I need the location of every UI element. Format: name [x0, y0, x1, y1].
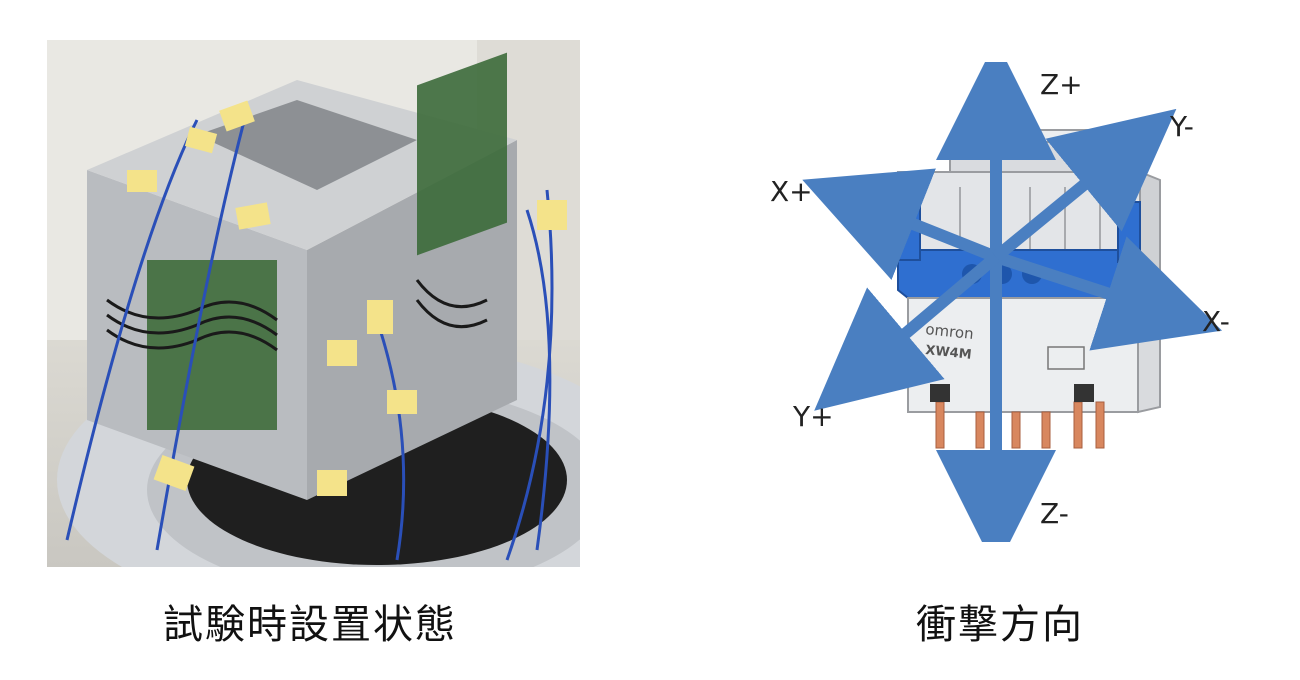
x-minus-label: X-: [1202, 305, 1230, 338]
certification-mark: [1047, 346, 1085, 370]
caption-test-setup: 試験時設置状態: [163, 602, 457, 648]
y-minus-arrow: [992, 108, 1177, 262]
x-plus-arrow: [802, 168, 999, 280]
y-plus-label: Y+: [793, 400, 834, 433]
impact-direction-diagram: omron XW4M: [802, 62, 1223, 542]
axis-arrows: [802, 62, 1223, 542]
connector-drawing: omron XW4M: [897, 129, 1161, 449]
x-minus-arrow: [994, 236, 1223, 351]
z-plus-label: Z+: [1040, 68, 1083, 101]
y-plus-arrow: [814, 252, 1000, 411]
y-minus-label: Y-: [1170, 110, 1194, 143]
test-setup-photo: [47, 40, 580, 567]
z-minus-label: Z-: [1040, 497, 1069, 530]
caption-impact-direction: 衝撃方向: [916, 602, 1084, 648]
x-plus-label: X+: [770, 175, 813, 208]
